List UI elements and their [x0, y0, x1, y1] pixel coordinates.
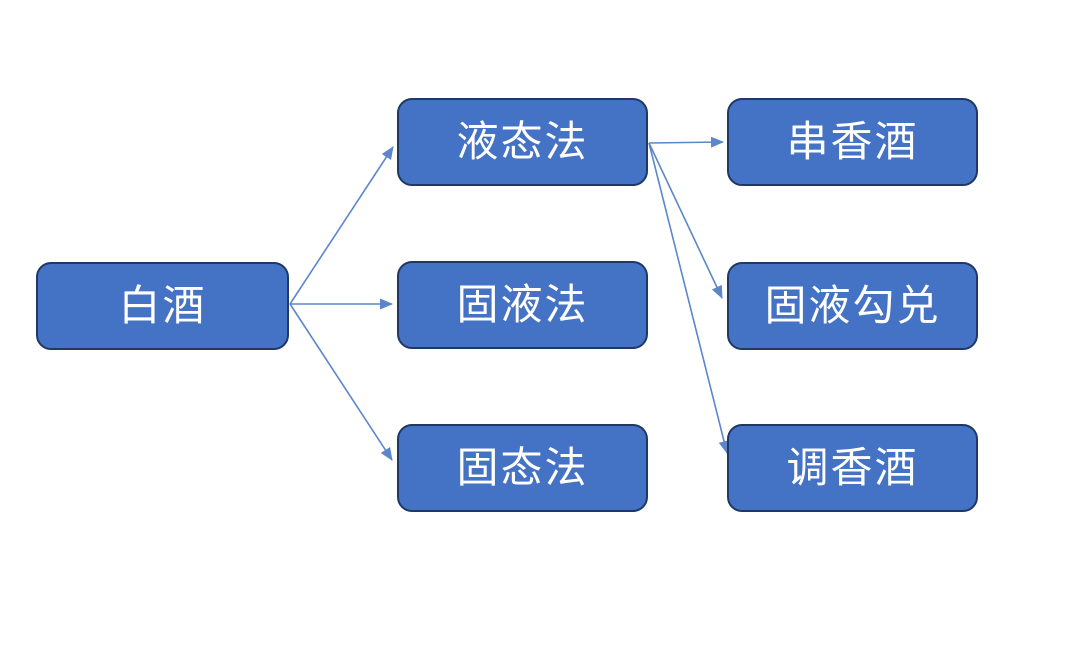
edge-baijiu-to-solid-method: [289, 303, 393, 461]
edge-liquid-method-to-tiaoxiang-jiu: [648, 142, 730, 454]
edges-group: [289, 136, 730, 461]
edge-liquid-method-to-chuanxiang-jiu: [648, 136, 724, 148]
node-guye-goudui: 固液勾兑: [727, 262, 978, 350]
node-label: 液态法: [456, 118, 589, 165]
node-liquid-method: 液态法: [397, 98, 648, 186]
node-tiaoxiang-jiu: 调香酒: [727, 424, 978, 512]
node-solid-liquid-method: 固液法: [397, 261, 648, 349]
node-label: 串香酒: [786, 118, 919, 165]
node-solid-method: 固态法: [397, 424, 648, 512]
node-label: 白酒: [118, 282, 207, 329]
edge-baijiu-to-liquid-method: [289, 146, 394, 305]
node-label: 固态法: [456, 444, 589, 491]
node-label: 调香酒: [786, 444, 919, 491]
node-label: 固液法: [456, 281, 589, 328]
edge-liquid-method-to-guye-goudui: [648, 142, 723, 299]
node-chuanxiang-jiu: 串香酒: [727, 98, 978, 186]
node-baijiu: 白酒: [36, 262, 289, 350]
node-label: 固液勾兑: [764, 282, 941, 329]
